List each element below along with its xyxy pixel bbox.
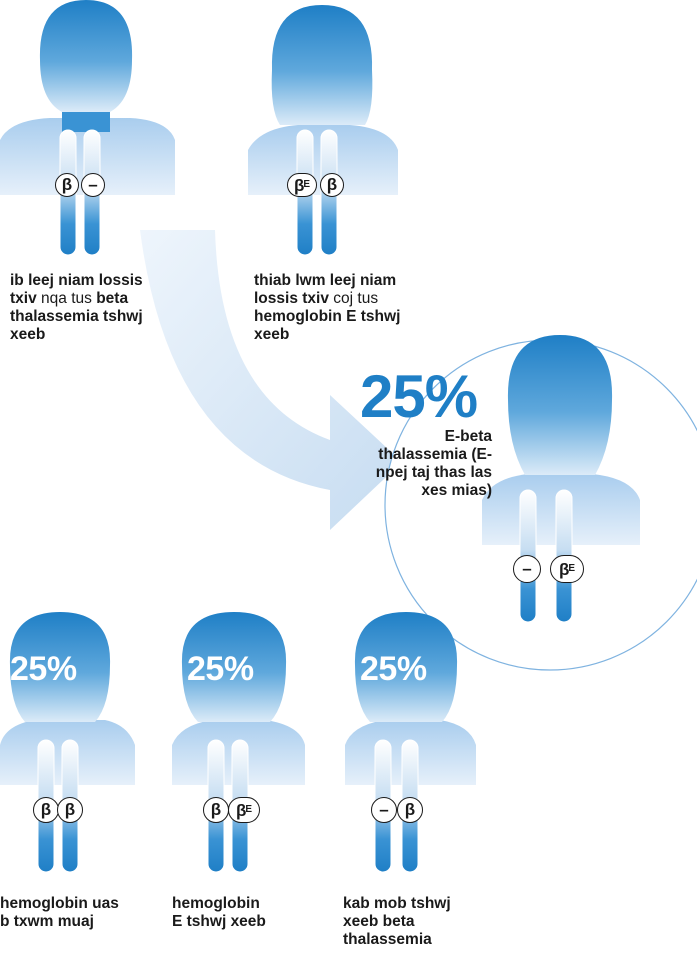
child-3-allele-2: β [397,797,423,823]
child-3-label-line-3: thalassemia [343,931,432,948]
child-2-label-line-2: E tshwj xeeb [172,913,266,930]
child-2-label: hemoglobin E tshwj xeeb [172,895,322,931]
child-1-figure [0,612,135,873]
mother-label: thiab lwm leej niam lossis txiv coj tus … [254,272,419,344]
mother-label-plain: coj tus [333,290,379,307]
child-3-label: kab mob tshwj xeeb beta thalassemia [343,895,493,949]
child-3-figure [345,612,476,873]
affected-percent: 25% [360,363,478,430]
affected-label: E-beta thalassemia (E-npej taj thas las … [375,428,492,499]
child-3-label-line-2: xeeb beta [343,913,415,930]
mother-allele-1: βE [287,173,317,197]
inheritance-arrow [140,230,402,530]
child-2-label-line-1: hemoglobin [172,895,260,912]
child-1-label: hemoglobin uas b txwm muaj [0,895,160,931]
mother-label-bold-2: hemoglobin E tshwj xeeb [254,308,401,343]
child-1-label-line-1: hemoglobin uas [0,895,119,912]
father-label-plain: nqa tus [41,290,92,307]
father-figure [0,0,175,256]
child-2-percent: 25% [187,650,254,688]
child-2-allele-1: β [203,797,229,823]
father-label-bold-1: ib leej niam lossis txiv [10,272,143,307]
child-1-allele-2: β [57,797,83,823]
father-label: ib leej niam lossis txiv nqa tus beta th… [10,272,150,344]
mother-allele-2: β [320,173,344,197]
father-allele-1: β [55,173,79,197]
child-2-allele-2: βE [228,797,260,823]
child-1-label-line-2: b txwm muaj [0,913,94,930]
child-3-label-line-1: kab mob tshwj [343,895,451,912]
father-label-bold-2: beta thalassemia tshwj xeeb [10,290,143,343]
mother-figure [248,5,398,256]
affected-allele-1: – [513,555,541,583]
father-allele-2: – [81,173,105,197]
mother-label-bold-1: thiab lwm leej niam lossis txiv [254,272,397,307]
child-3-allele-1: – [371,797,397,823]
child-1-allele-1: β [33,797,59,823]
affected-allele-2: βE [550,555,584,583]
child-3-percent: 25% [360,650,427,688]
child-1-percent: 25% [10,650,77,688]
child-2-figure [172,612,305,873]
